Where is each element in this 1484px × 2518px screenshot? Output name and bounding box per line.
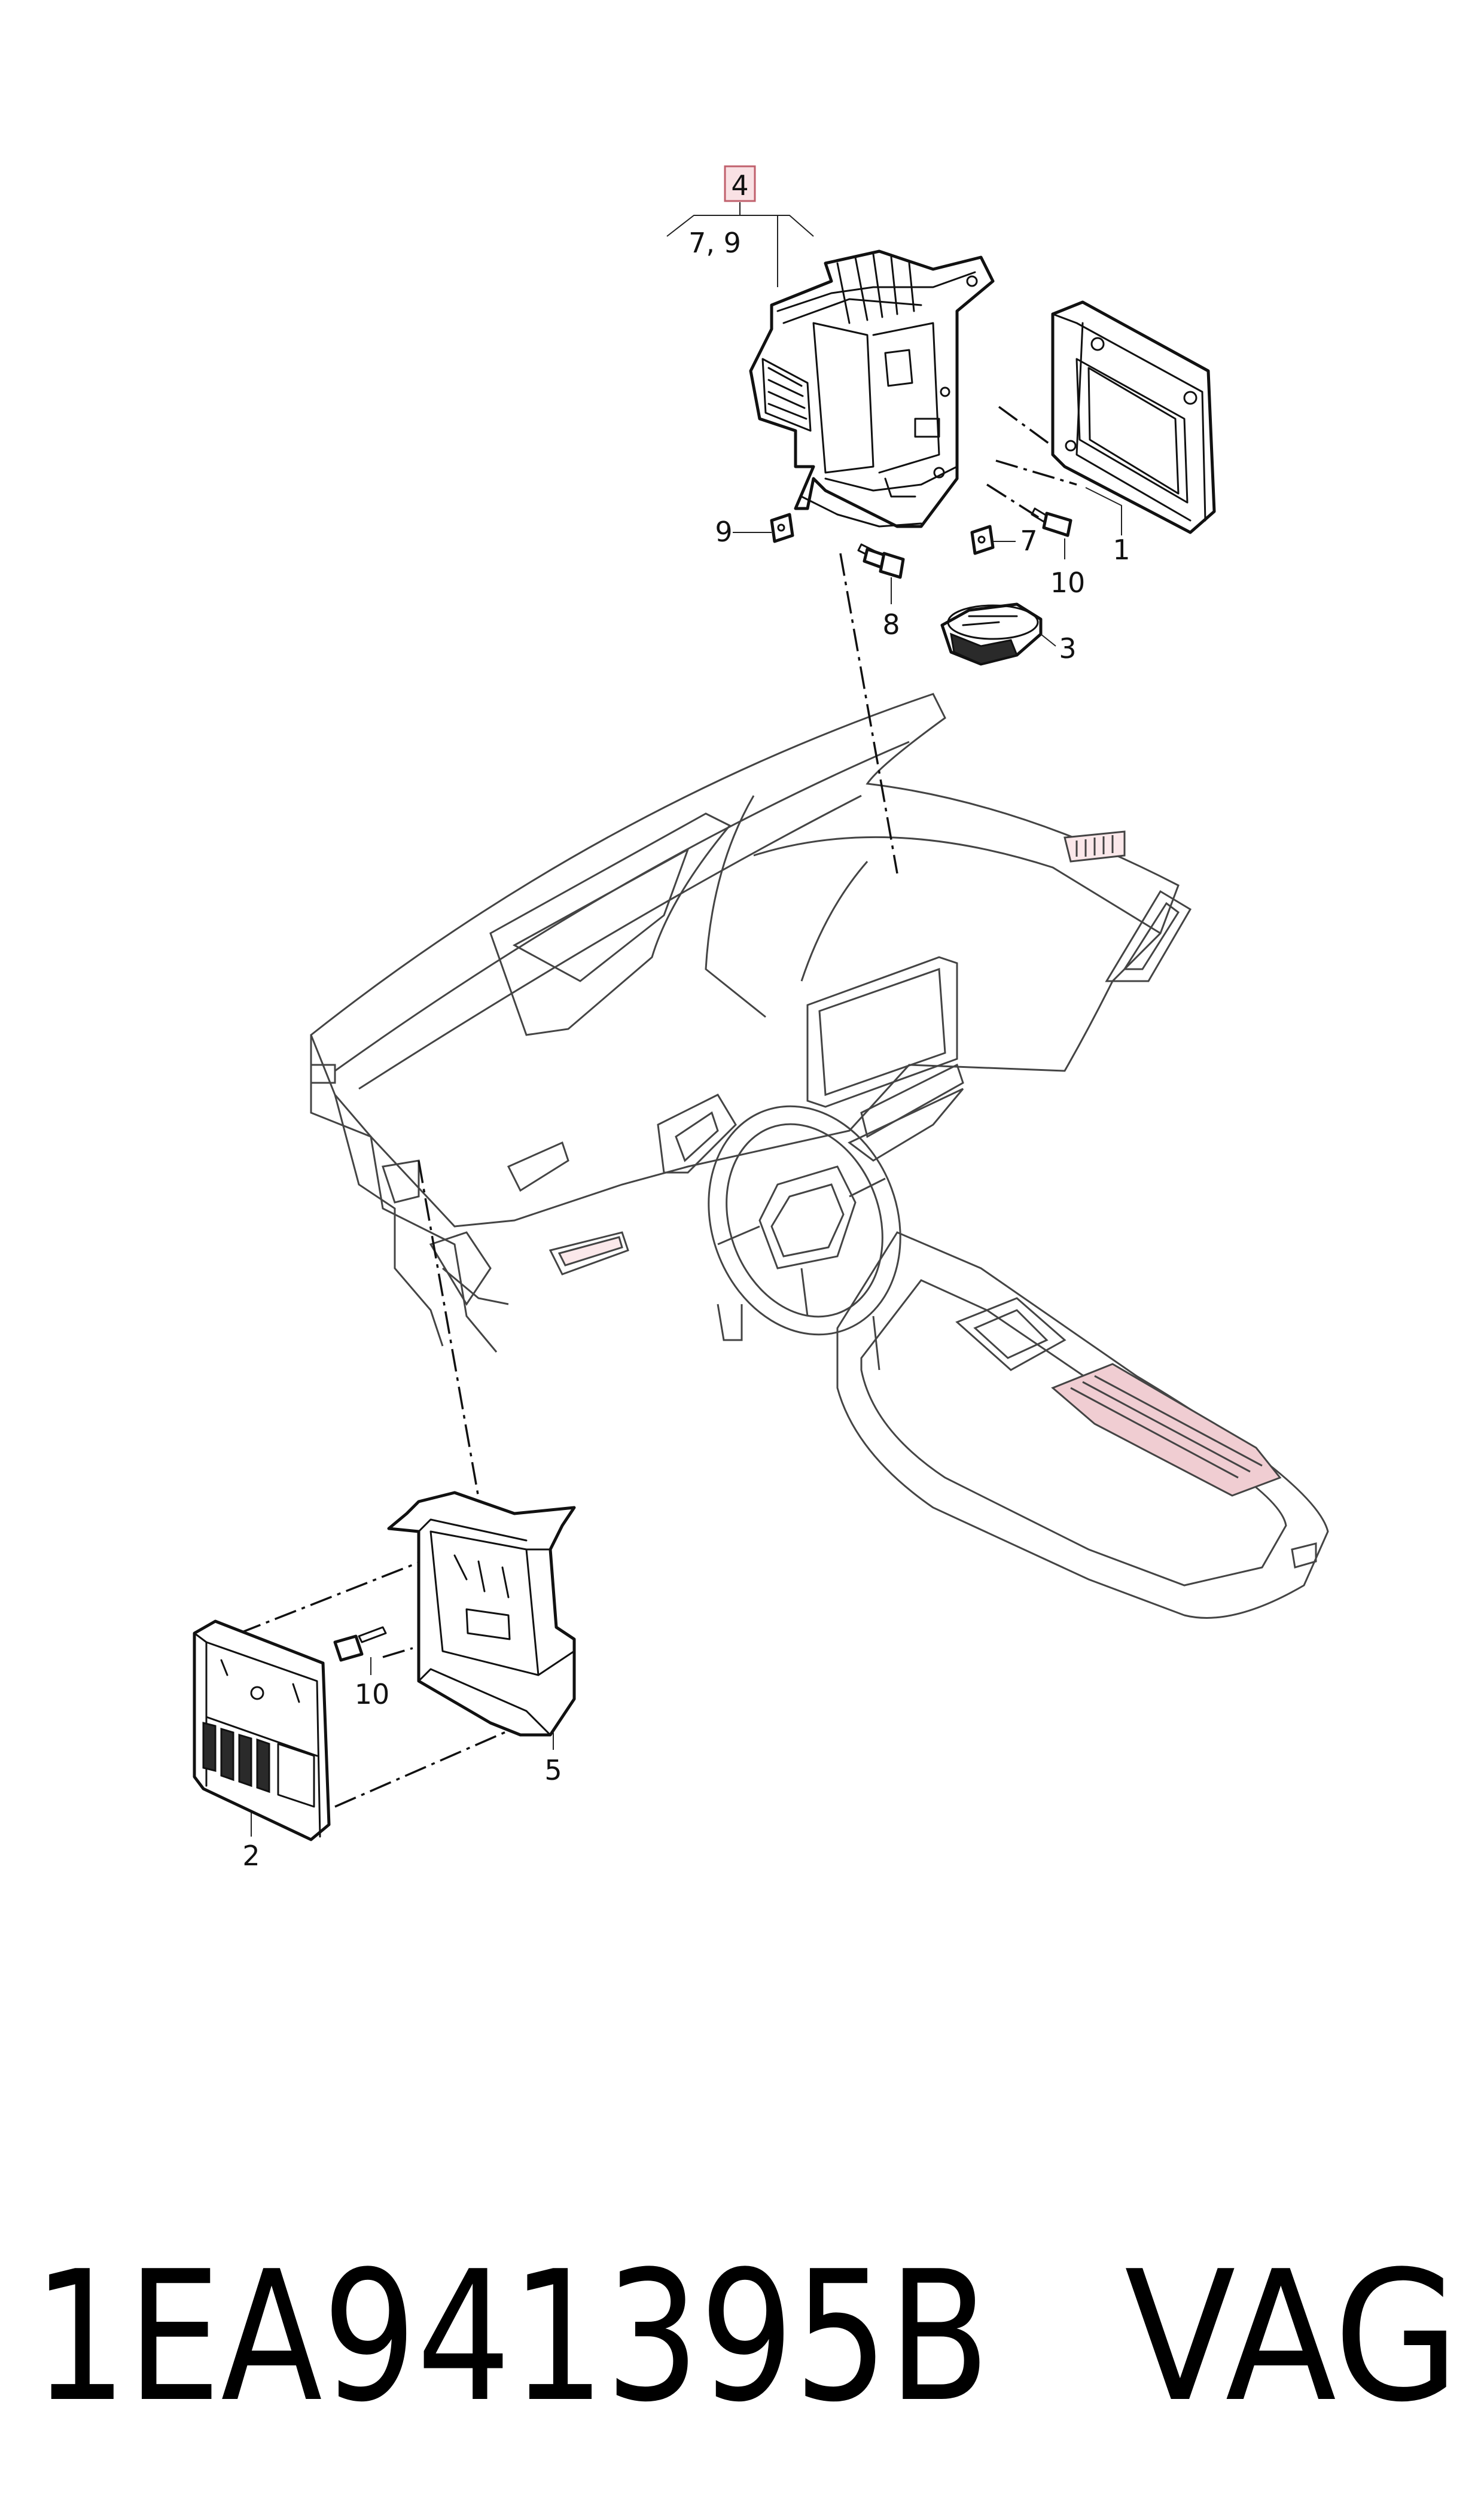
brand-name: VAG	[1125, 2233, 1459, 2441]
bolt-10-upper	[1031, 507, 1072, 537]
callout-leaders	[251, 165, 1122, 1837]
callout-7-9: 7, 9	[688, 227, 741, 259]
part-number: 1EA941395B	[33, 2233, 990, 2441]
leader-4-to-1-bottom	[995, 459, 1077, 486]
fasteners	[333, 507, 1072, 1662]
callout-9: 9	[715, 516, 732, 548]
leader-4-to-10	[986, 483, 1053, 528]
leader-dashboard-to-5	[418, 1160, 486, 1532]
callout-8: 8	[882, 608, 900, 641]
dashboard-drawing	[310, 693, 1329, 1619]
callout-4-highlight-box	[724, 165, 756, 202]
callout-labels: 4 7, 9 1 10 7 8 9 3 5 10 2	[242, 169, 1130, 1872]
control-unit-part-2	[193, 1619, 331, 1841]
footer: 1EA941395B VAG	[33, 2233, 1459, 2441]
leader-2-to-5-top	[239, 1554, 437, 1634]
clip-nut-9	[770, 513, 794, 543]
leader-10-to-5	[382, 1647, 413, 1658]
callout-2: 2	[242, 1840, 260, 1872]
callout-5: 5	[544, 1754, 562, 1786]
module-part-1	[1051, 300, 1216, 534]
clip-7	[970, 525, 995, 555]
sensor-part-3	[940, 602, 1043, 666]
callout-10-lower: 10	[355, 1678, 390, 1710]
callout-1: 1	[1113, 534, 1130, 566]
callout-3: 3	[1059, 632, 1076, 665]
bracket-part-5	[387, 1491, 576, 1737]
callout-7: 7	[1020, 525, 1037, 557]
leader-2-to-5-bottom	[334, 1722, 527, 1808]
callout-4: 4	[731, 169, 748, 202]
bolt-10-lower	[333, 1626, 387, 1662]
leader-4-to-dashboard	[839, 553, 898, 874]
bracket-part-4	[749, 249, 995, 528]
callout-10-upper: 10	[1050, 567, 1086, 599]
bolt-8	[857, 543, 905, 579]
